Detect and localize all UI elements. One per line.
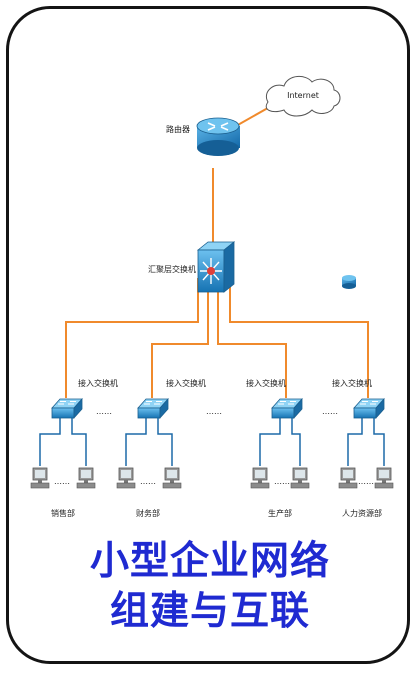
pc-icon-hr-1	[338, 467, 358, 489]
access-switch-label-2: 接入交换机	[166, 378, 206, 388]
access-switch-label-3: 接入交换机	[246, 378, 286, 388]
pc-icon-hr-2	[374, 467, 394, 489]
pc-icon-production-1	[250, 467, 270, 489]
pc-icon-production-2	[290, 467, 310, 489]
caption-line-2: 组建与互联	[109, 589, 310, 634]
router-label: 路由器	[166, 124, 190, 134]
links-access-to-pcs	[39, 418, 385, 466]
access-switch-label-4: 接入交换机	[332, 378, 372, 388]
pc-gap-ellipsis-1: ……	[54, 477, 70, 486]
pc-gap-ellipsis-3: ……	[274, 477, 290, 486]
pc-gap-ellipsis-4: ……	[358, 477, 374, 486]
switch-gap-ellipsis-1: ……	[96, 407, 112, 416]
access-switch-icon-3	[271, 398, 303, 419]
internet-label: Internet	[287, 91, 319, 100]
access-switch-label-1: 接入交换机	[78, 378, 118, 388]
switch-gap-ellipsis-3: ……	[322, 407, 338, 416]
core-switch-label: 汇聚层交换机	[148, 264, 196, 274]
small-router-icon	[342, 275, 356, 289]
access-switch-icon-2	[137, 398, 169, 419]
dept-label-hr: 人力资源部	[342, 508, 382, 518]
pc-icon-sales-2	[76, 467, 96, 489]
router-icon	[196, 117, 240, 156]
pc-icon-finance-2	[162, 467, 182, 489]
dept-label-production: 生产部	[268, 508, 292, 518]
pc-icon-sales-1	[30, 467, 50, 489]
switch-gap-ellipsis-2: ……	[206, 407, 222, 416]
access-switch-icon-1	[51, 398, 83, 419]
access-switch-icon-4	[353, 398, 385, 419]
dept-label-sales: 销售部	[51, 508, 75, 518]
links-core-to-access	[65, 278, 369, 398]
pc-icon-finance-1	[116, 467, 136, 489]
internet-cloud-icon	[265, 76, 341, 117]
pc-gap-ellipsis-2: ……	[140, 477, 156, 486]
caption-line-1: 小型企业网络	[89, 539, 330, 584]
core-switch-icon	[196, 241, 236, 293]
dept-label-finance: 财务部	[136, 508, 160, 518]
network-topology-diagram: Internet 路由器 汇聚层交换机 接入交换机 接入交换机 接入交换机 接入…	[30, 76, 394, 518]
